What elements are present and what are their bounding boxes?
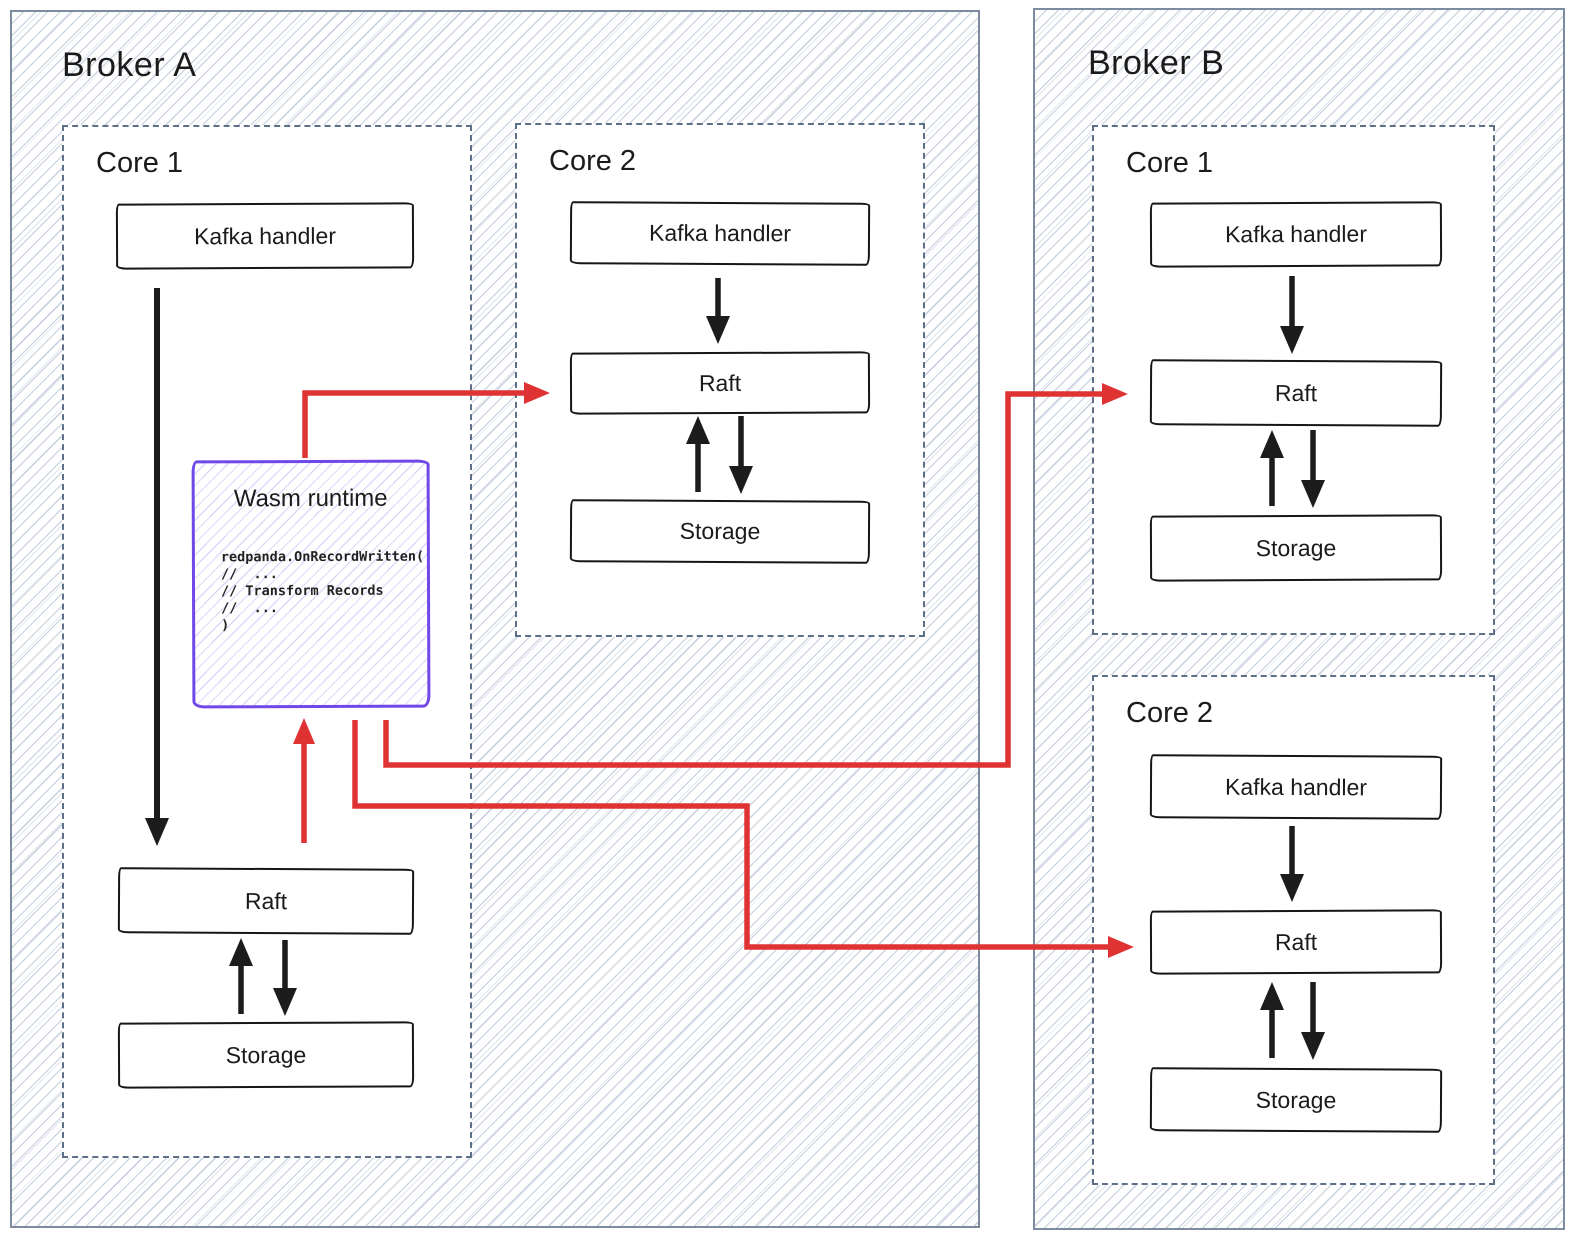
wasm-runtime-title: Wasm runtime [233, 484, 388, 513]
broker-b-core-1-raft-box: Raft [1149, 359, 1443, 427]
raft-label: Raft [1274, 928, 1318, 955]
broker-b-core-2-kafka-box: Kafka handler [1149, 754, 1443, 820]
kafka-handler-label: Kafka handler [1224, 773, 1368, 800]
broker-a-core-1-raft-box: Raft [117, 867, 415, 935]
storage-label: Storage [1255, 534, 1337, 561]
broker-a-core-1-title: Core 1 [96, 147, 184, 179]
kafka-handler-label: Kafka handler [648, 219, 792, 247]
broker-a-title: Broker A [62, 46, 197, 84]
broker-b-core-2-raft-box: Raft [1149, 909, 1443, 975]
raft-label: Raft [1274, 379, 1318, 406]
broker-b-core-2-storage-box: Storage [1149, 1067, 1443, 1133]
wasm-code-snippet: redpanda.OnRecordWritten( // ... // Tran… [220, 548, 425, 634]
kafka-handler-label: Kafka handler [1224, 220, 1368, 248]
broker-a-core-1-kafka-box: Kafka handler [115, 202, 415, 270]
broker-b-core-1-title: Core 1 [1126, 147, 1214, 179]
broker-a-core-2-kafka-box: Kafka handler [569, 201, 871, 266]
broker-a-core-2-title: Core 2 [549, 145, 637, 177]
storage-label: Storage [1255, 1086, 1337, 1113]
broker-a-core-2-storage-box: Storage [569, 499, 871, 564]
raft-label: Raft [698, 369, 742, 396]
kafka-handler-label: Kafka handler [193, 222, 337, 249]
broker-b-title: Broker B [1088, 44, 1225, 82]
broker-b-core-2-title: Core 2 [1126, 697, 1214, 729]
broker-a-core-1-storage-box: Storage [117, 1021, 415, 1089]
storage-label: Storage [679, 517, 761, 545]
broker-b-core-1-kafka-box: Kafka handler [1149, 201, 1443, 268]
storage-label: Storage [225, 1041, 307, 1068]
wasm-runtime-box: Wasm runtime redpanda.OnRecordWritten( /… [191, 459, 431, 709]
raft-label: Raft [244, 887, 288, 914]
broker-b-core-1-storage-box: Storage [1149, 514, 1443, 582]
broker-a-core-2-raft-box: Raft [569, 351, 871, 415]
